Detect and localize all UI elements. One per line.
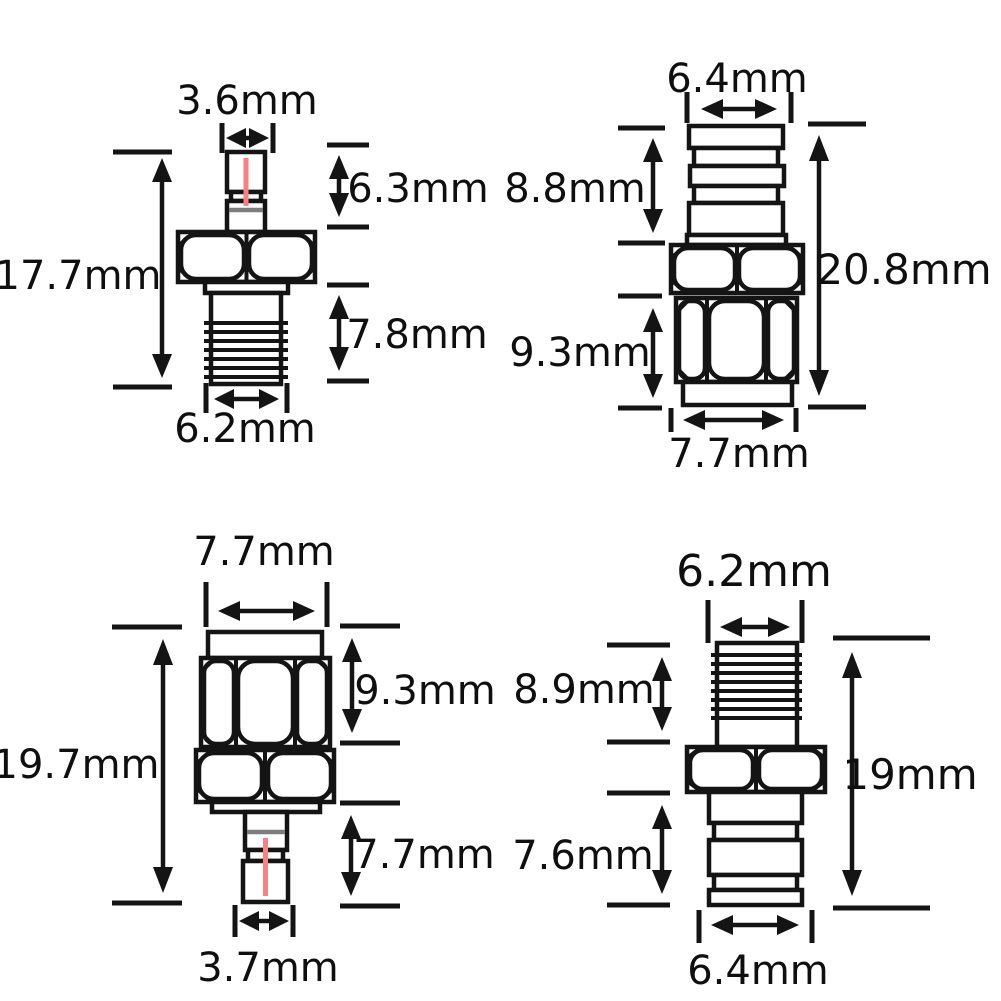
- dim-upper-height: 6.3mm: [327, 142, 489, 230]
- dim-label-overall-height: 19.7mm: [0, 742, 160, 788]
- dim-label-bottom-width: 6.4mm: [687, 948, 829, 994]
- dim-overall-height: 20.8mm: [808, 121, 992, 410]
- bottom-collar: [680, 379, 795, 408]
- dim-top-width: 7.7mm: [193, 529, 335, 627]
- dim-label-overall-height: 20.8mm: [816, 245, 991, 294]
- dim-label-lower-height: 7.7mm: [353, 832, 495, 878]
- top-cap: [205, 629, 325, 661]
- connector-body: [193, 629, 337, 905]
- coupling-hex-body: [198, 655, 333, 750]
- coupling-hex-body: [673, 295, 800, 385]
- connector-body: [684, 640, 828, 908]
- dim-bottom-width: 6.4mm: [687, 910, 829, 994]
- dim-label-top-width: 3.6mm: [176, 78, 318, 124]
- connector-body: [668, 123, 806, 408]
- threaded-stem: [711, 640, 802, 750]
- dim-label-bottom-width: 3.7mm: [197, 945, 339, 991]
- dim-top-width: 6.4mm: [666, 56, 808, 123]
- ribbed-jack-body: [684, 123, 789, 248]
- hex-nut: [175, 229, 318, 285]
- dim-upper-height: 9.3mm: [340, 623, 496, 746]
- threaded-stem: [204, 290, 288, 387]
- dim-overall-height: 19.7mm: [0, 624, 182, 906]
- dim-lower-height: 7.8mm: [327, 282, 488, 384]
- dim-bottom-width: 3.7mm: [197, 905, 339, 991]
- dim-upper-height: 8.8mm: [504, 125, 665, 246]
- dim-lower-height: 7.6mm: [512, 790, 672, 908]
- dim-bottom-width: 7.7mm: [668, 408, 810, 477]
- dim-bottom-width: 6.2mm: [174, 383, 316, 452]
- dim-top-width: 3.6mm: [176, 78, 318, 153]
- top-right-connector: 6.4mm 8.8mm 20.8mm 9.3mm: [504, 56, 991, 477]
- dim-label-bottom-width: 7.7mm: [668, 431, 810, 477]
- dim-label-top-width: 6.4mm: [666, 56, 808, 102]
- dim-top-width: 6.2mm: [676, 546, 832, 643]
- dim-label-upper-height: 8.8mm: [504, 166, 646, 212]
- dim-label-lower-height: 7.8mm: [346, 312, 488, 358]
- dim-overall-height: 17.7mm: [0, 149, 172, 390]
- dim-label-lower-height: 9.3mm: [509, 330, 651, 376]
- dim-label-upper-height: 8.9mm: [513, 667, 655, 713]
- dim-label-top-width: 7.7mm: [193, 529, 335, 575]
- bottom-left-connector: 7.7mm 9.3mm 19.7mm 7.7mm: [0, 529, 496, 991]
- barbed-body: [706, 789, 805, 908]
- hex-nut: [193, 747, 337, 805]
- dim-label-lower-height: 7.6mm: [512, 833, 654, 879]
- dim-label-upper-height: 6.3mm: [347, 166, 489, 212]
- top-left-connector: 3.6mm 6.3mm 17.7mm 7.8mm: [0, 78, 489, 452]
- thin-hex-nut: [668, 242, 806, 296]
- dim-lower-height: 9.3mm: [509, 293, 663, 411]
- connector-body: [175, 149, 318, 387]
- dim-lower-height: 7.7mm: [340, 800, 495, 909]
- bottom-right-connector: 6.2mm 8.9mm 19mm 7.6mm: [512, 546, 977, 994]
- dim-overall-height: 19mm: [833, 635, 978, 911]
- dim-label-bottom-width: 6.2mm: [174, 406, 316, 452]
- dim-upper-height: 8.9mm: [513, 642, 672, 745]
- dim-label-upper-height: 9.3mm: [354, 668, 496, 714]
- dim-label-overall-height: 17.7mm: [0, 253, 162, 299]
- hex-nut: [684, 744, 828, 795]
- dim-label-top-width: 6.2mm: [676, 546, 832, 597]
- dim-label-overall-height: 19mm: [842, 750, 977, 799]
